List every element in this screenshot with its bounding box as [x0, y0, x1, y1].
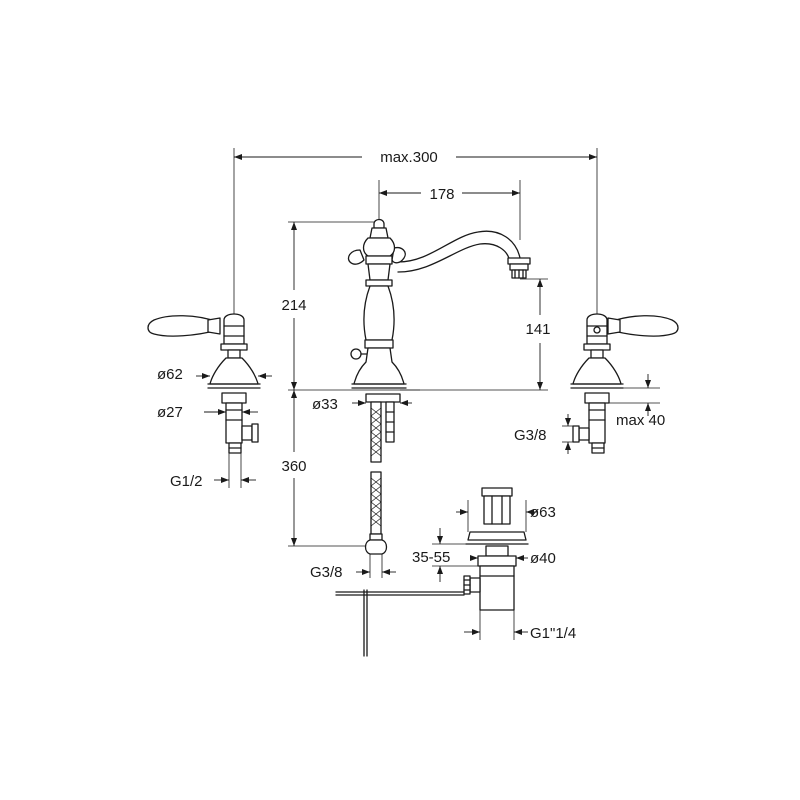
waste-depth-label: 35-55 — [412, 549, 450, 566]
dimension-max-width: max.300 — [233, 148, 598, 318]
right-handle-valve — [570, 313, 679, 454]
max-width-label: max.300 — [380, 149, 438, 166]
dimension-hose-length: 360 — [281, 390, 372, 547]
right-inlet-thread-label: G3/8 — [514, 427, 547, 444]
spout-base-dia-label: ø33 — [312, 396, 338, 413]
dimension-spout-reach: 178 — [378, 180, 521, 240]
body-height-label: 214 — [281, 297, 306, 314]
max-deck-label: max 40 — [616, 412, 665, 429]
dimension-waste-flange-dia: ø63 — [456, 500, 556, 532]
dimension-max-deck: max 40 — [609, 374, 665, 429]
waste-flange-dia-label: ø63 — [530, 504, 556, 521]
spout-height-label: 141 — [525, 321, 550, 338]
dimension-spout-height: 141 — [400, 278, 551, 391]
dimension-handle-base-dia: ø62 — [157, 366, 272, 383]
dimension-waste-thread: G1"1/4 — [464, 610, 576, 642]
dimension-hose-thread: G3/8 — [310, 554, 396, 581]
left-handle-valve — [147, 313, 261, 454]
dimension-waste-body-dia: ø40 — [470, 550, 556, 567]
dimension-body-height: 214 — [281, 221, 420, 391]
handle-base-dia-label: ø62 — [157, 366, 183, 383]
hose-length-label: 360 — [281, 458, 306, 475]
dimension-left-inlet-thread: G1/2 — [170, 453, 256, 490]
pop-up-waste — [335, 487, 529, 657]
hose-thread-label: G3/8 — [310, 564, 343, 581]
central-spout — [347, 218, 531, 555]
dimension-handle-stem-dia: ø27 — [157, 404, 258, 421]
dimension-spout-base-dia: ø33 — [312, 396, 412, 413]
waste-thread-label: G1"1/4 — [530, 625, 576, 642]
dimension-waste-depth: 35-55 — [412, 528, 478, 582]
spout-reach-label: 178 — [429, 186, 454, 203]
handle-stem-dia-label: ø27 — [157, 404, 183, 421]
dimension-right-inlet-thread: G3/8 — [514, 414, 573, 454]
waste-body-dia-label: ø40 — [530, 550, 556, 567]
left-inlet-thread-label: G1/2 — [170, 473, 203, 490]
